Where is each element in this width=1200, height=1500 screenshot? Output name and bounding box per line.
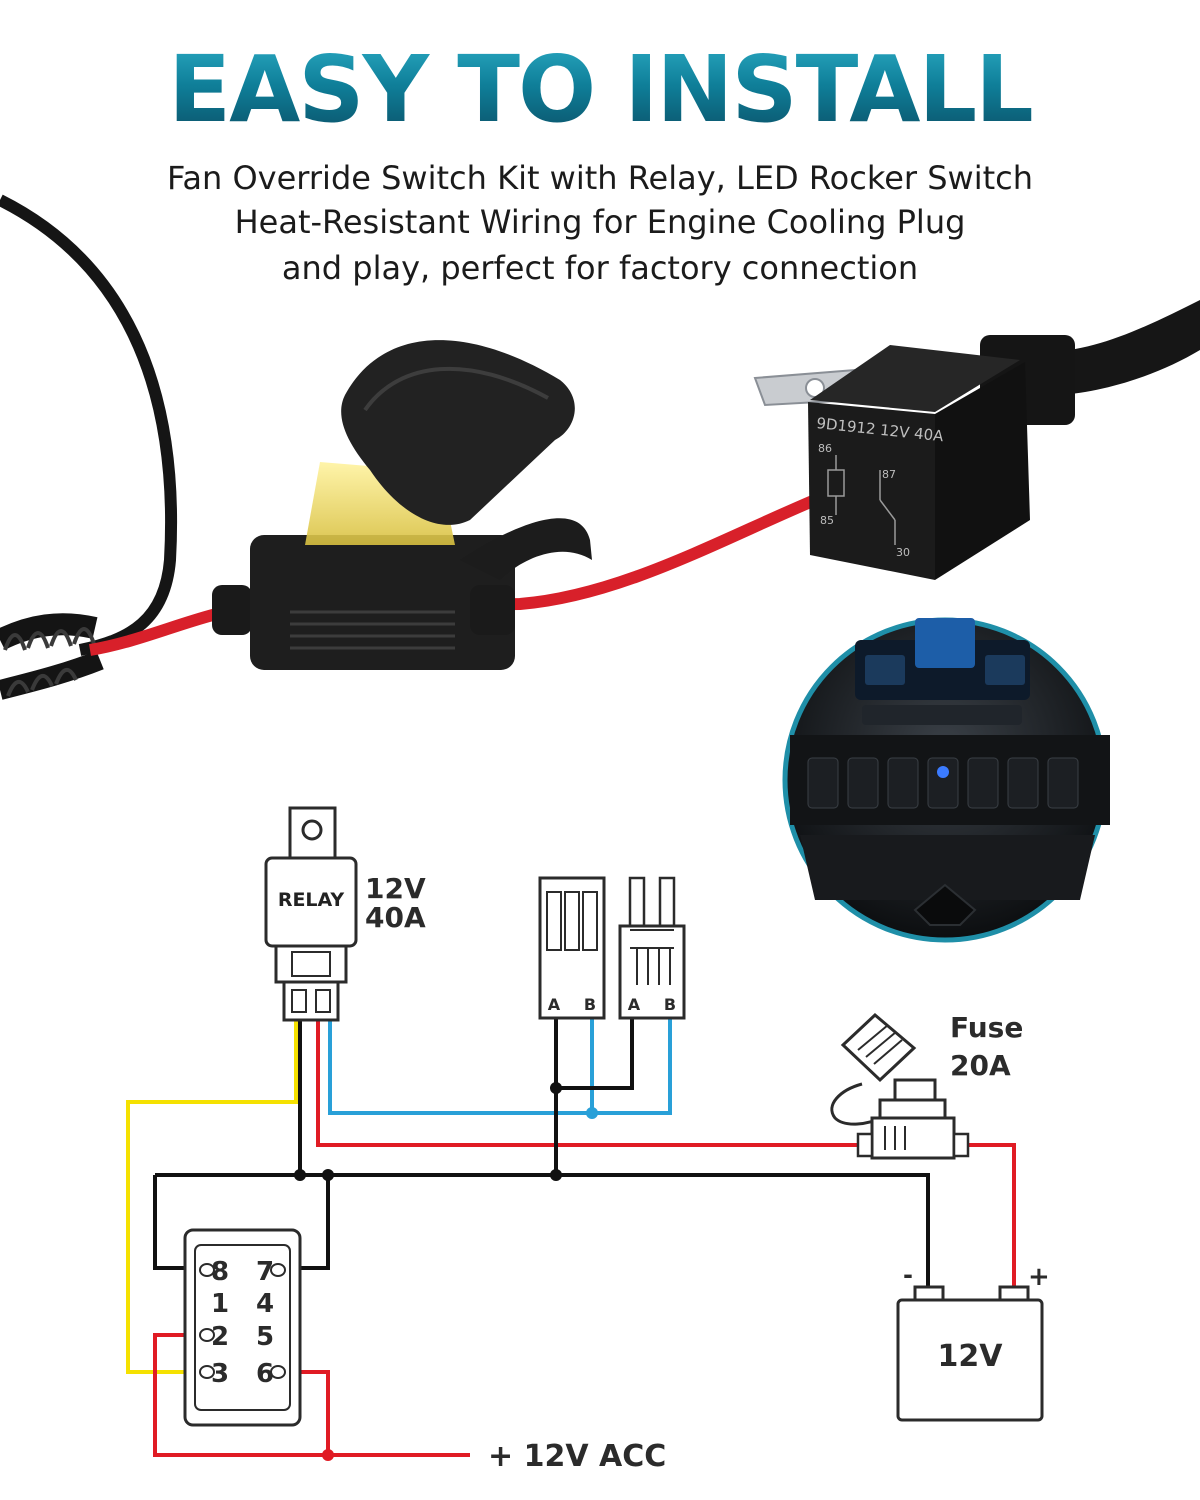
battery-plus-label: +: [1028, 1262, 1050, 1292]
switch-pin-1: 1: [211, 1289, 229, 1319]
relay-rating-amps: 40A: [365, 901, 426, 934]
fuse-holder: [212, 340, 592, 670]
relay-rating-voltage: 12V: [365, 872, 426, 905]
switch-pin-5: 5: [256, 1322, 274, 1352]
fuse-symbol: Fuse 20A: [830, 1011, 1023, 1160]
switch-pin-8: 8: [211, 1257, 229, 1287]
blue-wire: [328, 1018, 672, 1115]
relay-pin-85: 85: [820, 514, 834, 527]
relay-label: RELAY: [278, 889, 345, 911]
connector1-label-b: B: [584, 995, 596, 1014]
switch-pin-2: 2: [211, 1322, 229, 1352]
fuse-rating: 20A: [950, 1049, 1011, 1082]
battery-voltage-label: 12V: [938, 1339, 1004, 1374]
connector-male: A B: [618, 876, 686, 1020]
yellow-wire: [126, 1020, 298, 1374]
red-wire-acc: [153, 1333, 470, 1457]
switch-pin-6: 6: [256, 1359, 274, 1389]
red-wire-fused: [316, 1020, 862, 1147]
acc-label: + 12V ACC: [488, 1439, 666, 1474]
connector-female: A B: [538, 876, 606, 1020]
battery-minus-label: -: [903, 1261, 913, 1289]
relay-symbol: RELAY 12V 40A: [264, 806, 426, 1022]
relay-photo: 9D1912 12V 40A 86 87 85 30: [753, 300, 1200, 580]
relay-pin-30: 30: [896, 546, 910, 559]
fuse-cap: [341, 340, 575, 525]
black-cable: [0, 194, 177, 656]
connector1-label-a: A: [548, 995, 561, 1014]
wiring-diagram: RELAY 12V 40A A B: [126, 806, 1050, 1474]
switch-pin-4: 4: [256, 1289, 274, 1319]
subtitle-line-1: Fan Override Switch Kit with Relay, LED …: [166, 159, 1034, 197]
connector2-label-b: B: [664, 995, 676, 1014]
led-indicator-icon: [937, 766, 949, 778]
subtitle-line-3: and play, perfect for factory connection: [281, 249, 919, 287]
relay-pin-87: 87: [882, 468, 896, 481]
red-wire-photo: [89, 494, 818, 656]
battery-symbol: 12V - +: [896, 1261, 1050, 1422]
connector2-label-a: A: [628, 995, 641, 1014]
switch-pin-3: 3: [211, 1359, 229, 1389]
dashboard-inset: [782, 617, 1110, 943]
headline: EASY TO INSTALL: [0, 40, 1200, 140]
relay-pin-86: 86: [818, 442, 832, 455]
rocker-switch-symbol: 8 7 1 4 2 5 3 6: [183, 1228, 302, 1427]
coiled-cable: [0, 613, 104, 700]
product-photo: 9D1912 12V 40A 86 87 85 30: [0, 194, 1200, 700]
switch-pin-7: 7: [256, 1257, 274, 1287]
fuse-label: Fuse: [950, 1011, 1023, 1044]
subtitle-line-2: Heat-Resistant Wiring for Engine Cooling…: [234, 203, 966, 241]
